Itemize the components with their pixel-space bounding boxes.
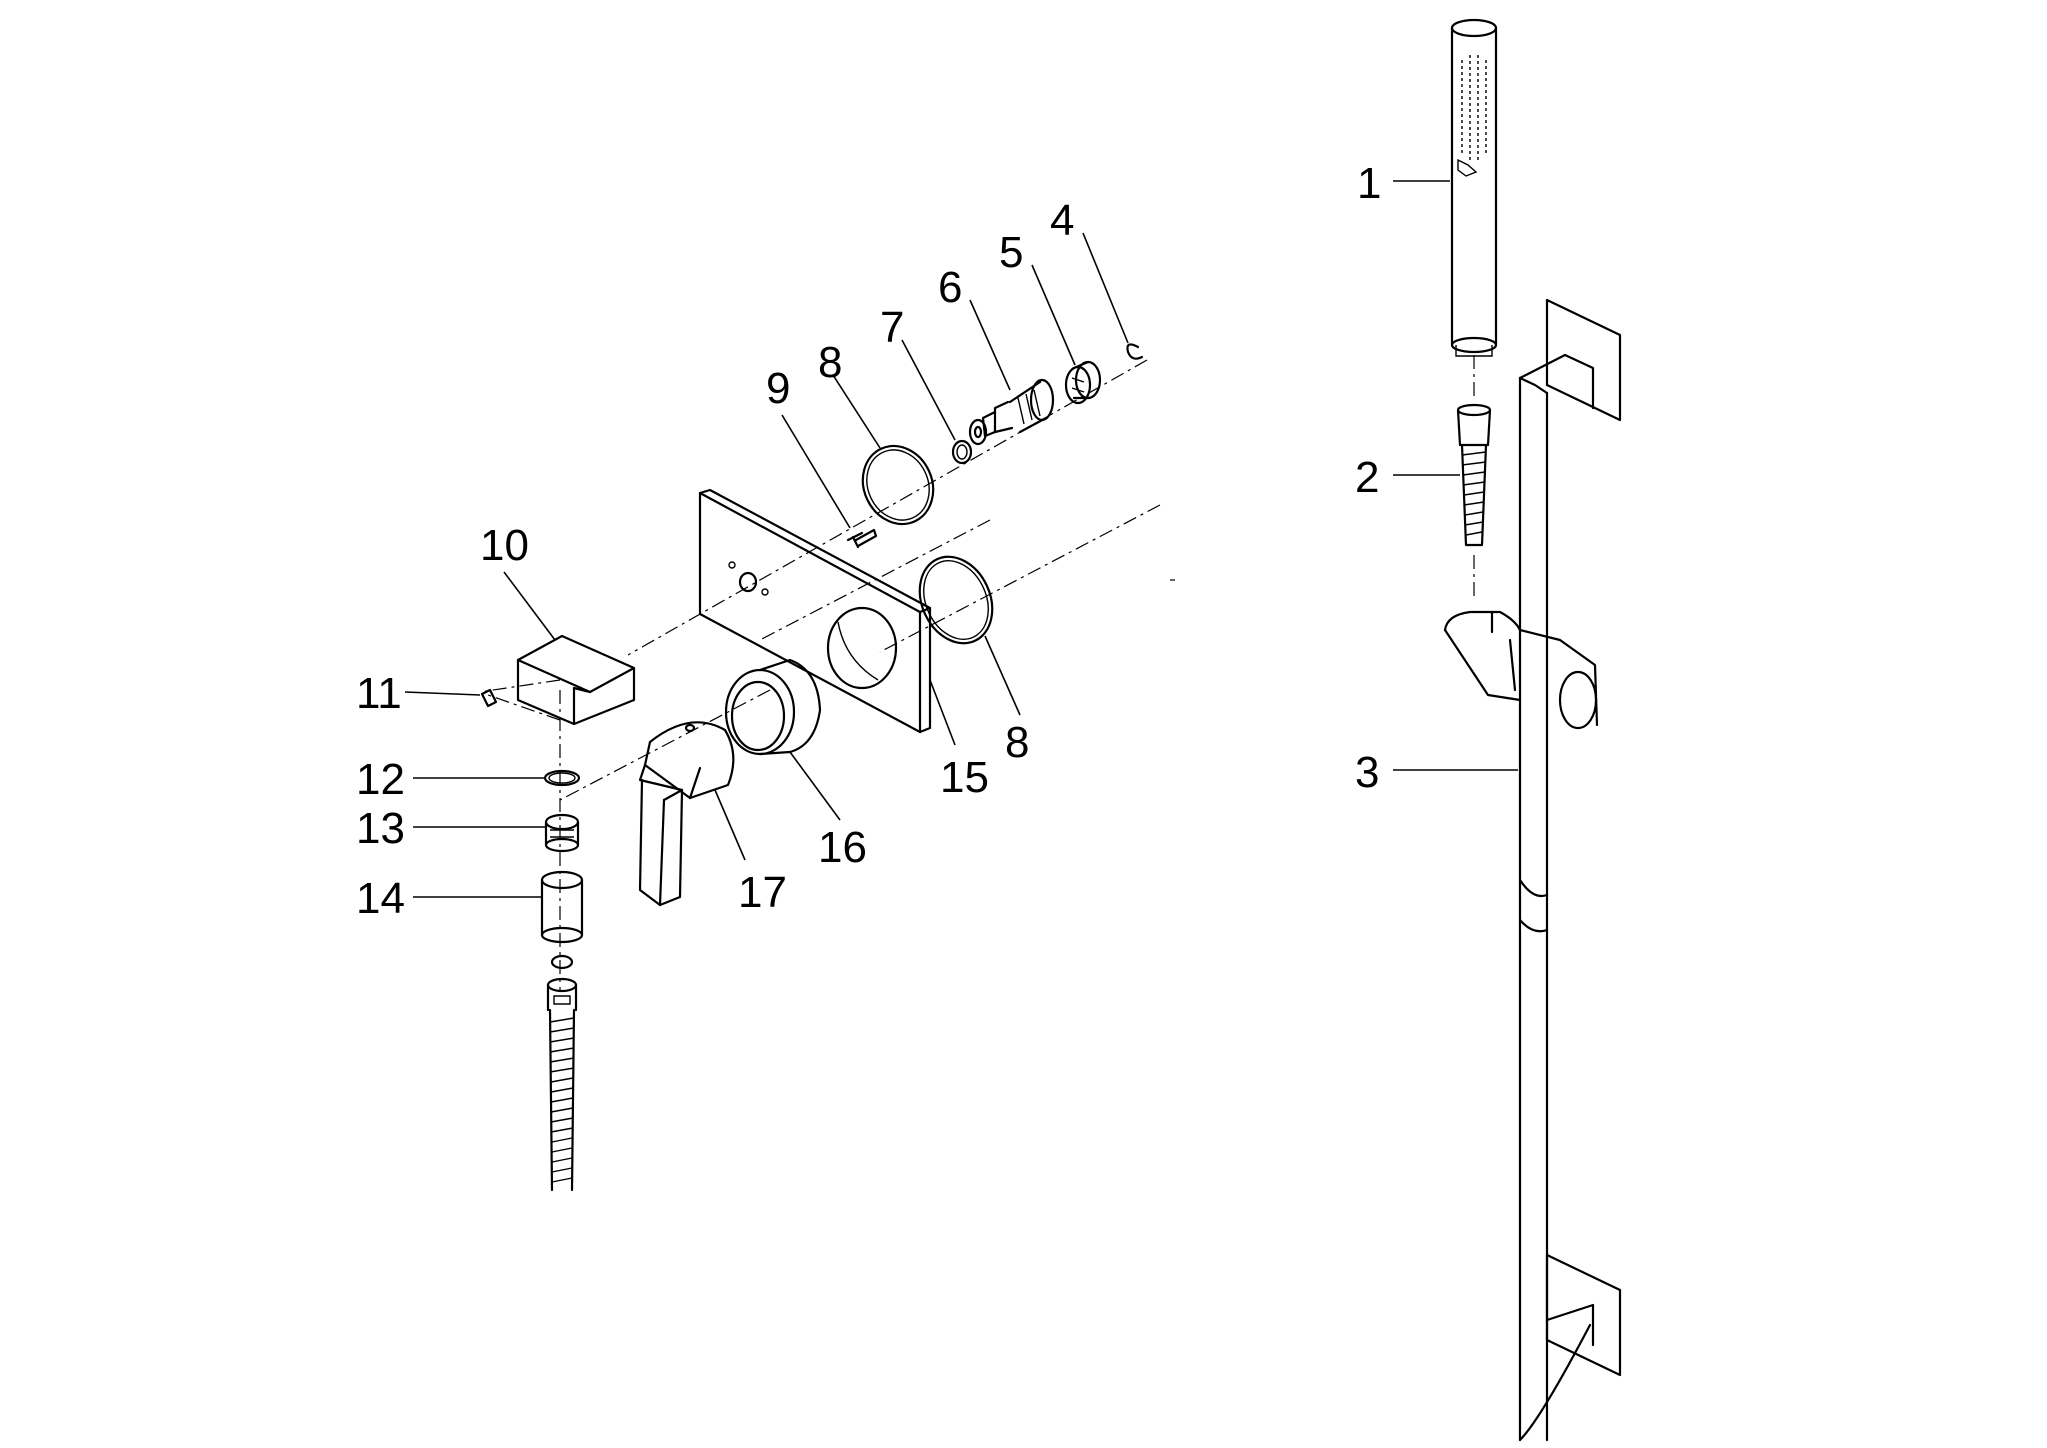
callout-14: 14	[356, 874, 405, 923]
circlip-4	[1126, 343, 1144, 360]
callout-12: 12	[356, 755, 405, 804]
callouts: 1 2 3 4 5 6 7 8 8 9 10 11 12 13 14 15 16…	[356, 159, 1381, 923]
sleeve-16	[724, 658, 822, 756]
leader-lines	[404, 180, 1518, 898]
oring-12	[543, 769, 581, 787]
spindle-6	[968, 378, 1055, 446]
lever-handle-17	[638, 721, 735, 907]
slider-holder	[1443, 610, 1599, 730]
cartridge-5	[1064, 360, 1102, 405]
grub-screw-11	[480, 688, 498, 708]
spray-nozzles	[1461, 55, 1487, 160]
oring-8-upper	[861, 444, 935, 526]
callout-2: 2	[1355, 453, 1379, 502]
hose-lower	[546, 954, 578, 1192]
wall-plate-15	[698, 488, 932, 734]
callout-16: 16	[818, 823, 867, 872]
diverter-knob-10	[516, 634, 636, 726]
callout-8-upper: 8	[818, 338, 842, 387]
assembly-axes	[479, 355, 1475, 990]
callout-10: 10	[480, 521, 529, 570]
callout-13: 13	[356, 804, 405, 853]
callout-8-lower: 8	[1005, 718, 1029, 767]
hose-connector	[1456, 403, 1492, 547]
callout-9: 9	[766, 364, 790, 413]
screw-9	[846, 528, 878, 549]
callout-4: 4	[1050, 196, 1074, 245]
oring-8-lower	[918, 555, 994, 645]
callout-17: 17	[738, 868, 787, 917]
callout-3: 3	[1355, 748, 1379, 797]
oring-7	[951, 439, 973, 465]
cartridge-13	[544, 813, 580, 853]
callout-11: 11	[356, 669, 402, 718]
callout-7: 7	[880, 303, 904, 352]
callout-6: 6	[938, 263, 962, 312]
shower-rail	[1518, 298, 1622, 1442]
callout-15: 15	[940, 753, 989, 802]
callout-1: 1	[1357, 159, 1381, 208]
hand-shower	[1450, 18, 1498, 357]
sleeve-14	[540, 870, 584, 944]
callout-5: 5	[999, 228, 1023, 277]
